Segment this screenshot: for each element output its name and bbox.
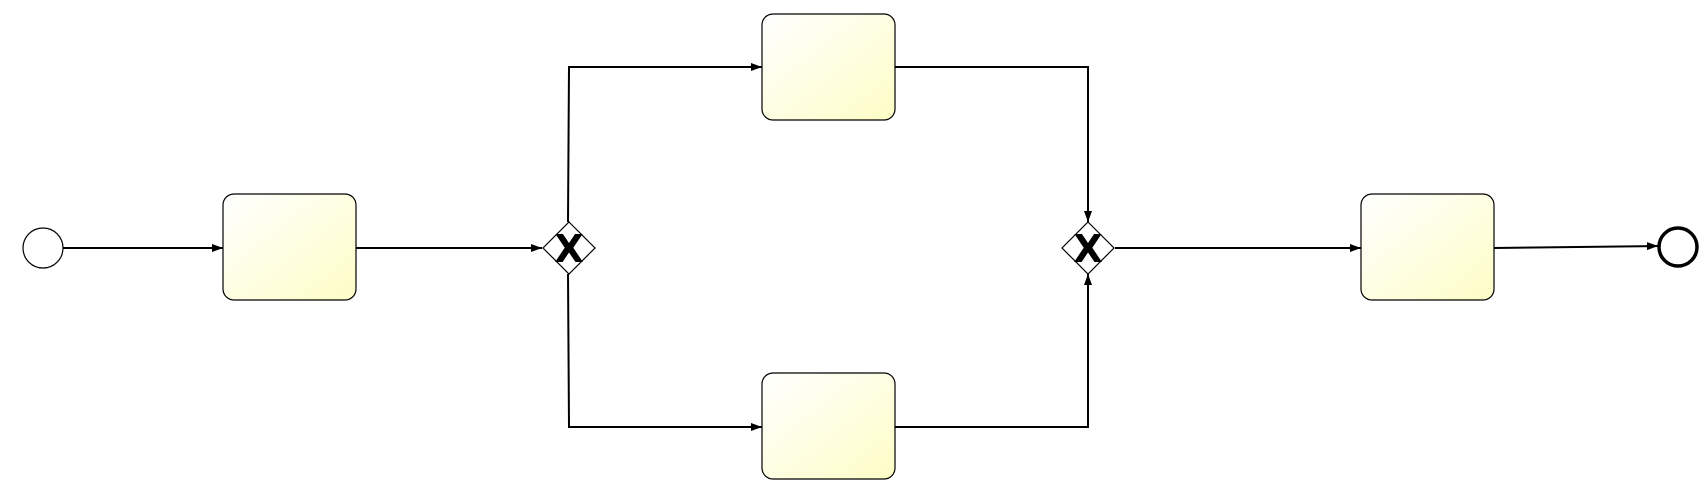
split-gateway[interactable]: X xyxy=(542,221,596,275)
task-bottom[interactable] xyxy=(761,372,896,480)
flow-task-final-to-end[interactable] xyxy=(1493,242,1659,251)
task-final[interactable] xyxy=(1360,193,1495,301)
sequence-flows xyxy=(63,63,1659,431)
flow-split-to-task-top[interactable] xyxy=(567,63,762,223)
flow-split-to-task-bottom[interactable] xyxy=(567,273,762,431)
join-gateway-x-icon: X xyxy=(1073,227,1102,271)
task-1[interactable] xyxy=(222,193,357,301)
join-gateway[interactable]: X xyxy=(1061,221,1115,275)
flow-task-bottom-to-join[interactable] xyxy=(895,274,1092,428)
flow-task-top-to-join[interactable] xyxy=(895,66,1092,222)
end-event[interactable] xyxy=(1657,226,1699,268)
start-event[interactable] xyxy=(22,227,64,269)
task-top[interactable] xyxy=(761,13,896,121)
split-gateway-x-icon: X xyxy=(554,227,583,271)
